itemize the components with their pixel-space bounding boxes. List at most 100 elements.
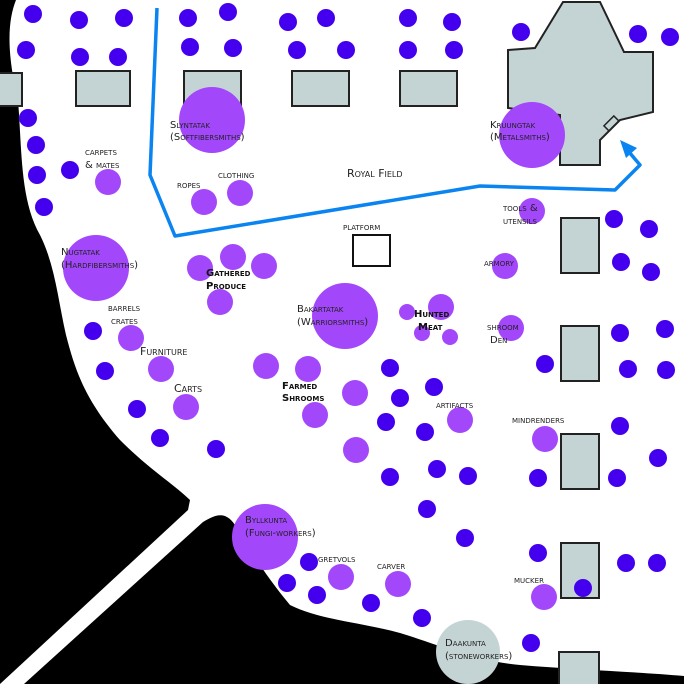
dwelling-marker	[522, 634, 540, 652]
labels: Slyntatak (Softfibersmiths) Kruungtak (M…	[61, 120, 565, 662]
kruungtak-marker	[499, 102, 565, 168]
bakartatak-marker	[312, 283, 378, 349]
dwelling-marker	[445, 41, 463, 59]
label-shroom: shroom	[487, 322, 519, 333]
dwelling-marker	[661, 28, 679, 46]
dwelling-marker	[656, 320, 674, 338]
workshop-marker	[385, 571, 411, 597]
label-gretvols: gretvols	[318, 554, 356, 565]
label-gathered-sub: Produce	[206, 281, 246, 292]
dots	[17, 3, 679, 684]
dwelling-marker	[35, 198, 53, 216]
dwelling-marker	[109, 48, 127, 66]
dwelling-marker	[179, 9, 197, 27]
building	[560, 325, 600, 382]
label-slyntatak: Slyntatak	[170, 120, 210, 131]
dwelling-marker	[96, 362, 114, 380]
dwelling-marker	[308, 586, 326, 604]
label-bakartatak: Bakartatak	[297, 304, 344, 315]
dwelling-marker	[70, 11, 88, 29]
byllkunta-marker	[232, 504, 298, 570]
label-mucker: mucker	[514, 575, 544, 586]
dwelling-marker	[640, 220, 658, 238]
dwelling-marker	[617, 554, 635, 572]
building	[558, 651, 600, 684]
label-slyntatak-sub: (Softfibersmiths)	[170, 132, 245, 143]
label-hunted: Hunted	[414, 309, 449, 320]
label-platform: platform	[343, 222, 380, 233]
platform-building	[352, 234, 391, 267]
workshop-marker	[532, 426, 558, 452]
building	[291, 70, 350, 107]
dwelling-marker	[657, 361, 675, 379]
building	[560, 217, 600, 274]
label-carver: carver	[377, 561, 405, 572]
label-artifacts: artifacts	[436, 400, 474, 411]
dwelling-marker	[512, 23, 530, 41]
workshop-marker	[95, 169, 121, 195]
building	[0, 72, 23, 107]
dwelling-marker	[207, 440, 225, 458]
dwelling-marker	[219, 3, 237, 21]
dwelling-marker	[24, 5, 42, 23]
dwelling-marker	[362, 594, 380, 612]
dwelling-marker	[61, 161, 79, 179]
dwelling-marker	[181, 38, 199, 56]
label-tools: tools &	[502, 203, 538, 214]
dwelling-marker	[443, 13, 461, 31]
workshop-marker	[428, 294, 454, 320]
dwelling-marker	[612, 253, 630, 271]
label-nugtatak-sub: (Hardfibersmiths)	[61, 260, 138, 271]
label-bakartatak-sub: (Warriorsmiths)	[297, 317, 368, 328]
building	[399, 70, 458, 107]
workshop-marker	[227, 180, 253, 206]
label-carpets: carpets	[85, 147, 117, 158]
label-crates: crates	[111, 316, 138, 327]
workshop-marker	[207, 289, 233, 315]
dwelling-marker	[642, 263, 660, 281]
workshop-marker	[399, 304, 415, 320]
terrain-south	[24, 515, 684, 684]
dwelling-marker	[459, 467, 477, 485]
dwelling-marker	[536, 355, 554, 373]
dwelling-marker	[71, 48, 89, 66]
dwelling-marker	[151, 429, 169, 447]
dwelling-marker	[529, 544, 547, 562]
dwelling-marker	[399, 9, 417, 27]
label-carpets-sub: & mates	[85, 160, 120, 171]
dwelling-marker	[428, 460, 446, 478]
great-hall-door	[602, 114, 620, 132]
label-daakunta: Daakunta	[445, 638, 486, 649]
workshop-marker	[295, 356, 321, 382]
dwelling-marker	[425, 378, 443, 396]
label-kruungtak-sub: (Metalsmiths)	[490, 132, 550, 143]
workshop-marker	[191, 189, 217, 215]
label-armory: armory	[484, 258, 515, 269]
dwelling-marker	[648, 554, 666, 572]
label-ropes: ropes	[177, 180, 201, 191]
great-hall-building	[507, 1, 654, 166]
label-clothing: clothing	[218, 170, 254, 181]
dwelling-marker	[27, 136, 45, 154]
label-byllkunta: Byllkunta	[245, 515, 287, 526]
workshop-marker	[531, 584, 557, 610]
dwelling-marker	[224, 39, 242, 57]
dwelling-marker	[115, 9, 133, 27]
dwelling-marker	[574, 579, 592, 597]
workshop-marker	[220, 244, 246, 270]
label-farmed-sub: Shrooms	[282, 393, 324, 404]
dwelling-marker	[391, 389, 409, 407]
label-hunted-sub: Meat	[418, 322, 443, 333]
label-byllkunta-sub: (Fungi-workers)	[245, 528, 316, 539]
label-tools-sub: utensils	[503, 216, 537, 227]
dwelling-marker	[611, 417, 629, 435]
workshop-marker	[173, 394, 199, 420]
dwelling-marker	[288, 41, 306, 59]
label-furniture: Furniture	[140, 345, 187, 358]
workshop-marker	[187, 255, 213, 281]
workshop-marker	[253, 353, 279, 379]
daakunta-marker	[436, 620, 500, 684]
workshop-marker	[118, 325, 144, 351]
workshop-marker	[302, 402, 328, 428]
